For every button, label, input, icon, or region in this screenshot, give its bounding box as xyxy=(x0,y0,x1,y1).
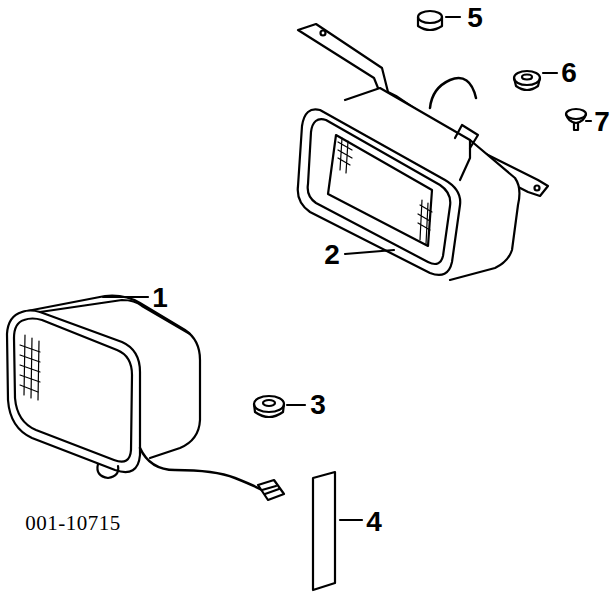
callout-number: 7 xyxy=(594,108,610,136)
callout-number: 4 xyxy=(366,508,382,536)
callout-number: 6 xyxy=(561,59,577,87)
diagram-code: 001-10715 xyxy=(25,513,121,534)
callout-number: 5 xyxy=(467,4,483,32)
callout-number: 3 xyxy=(310,391,326,419)
callout-number: 2 xyxy=(324,241,340,269)
callout-number: 1 xyxy=(152,284,168,312)
